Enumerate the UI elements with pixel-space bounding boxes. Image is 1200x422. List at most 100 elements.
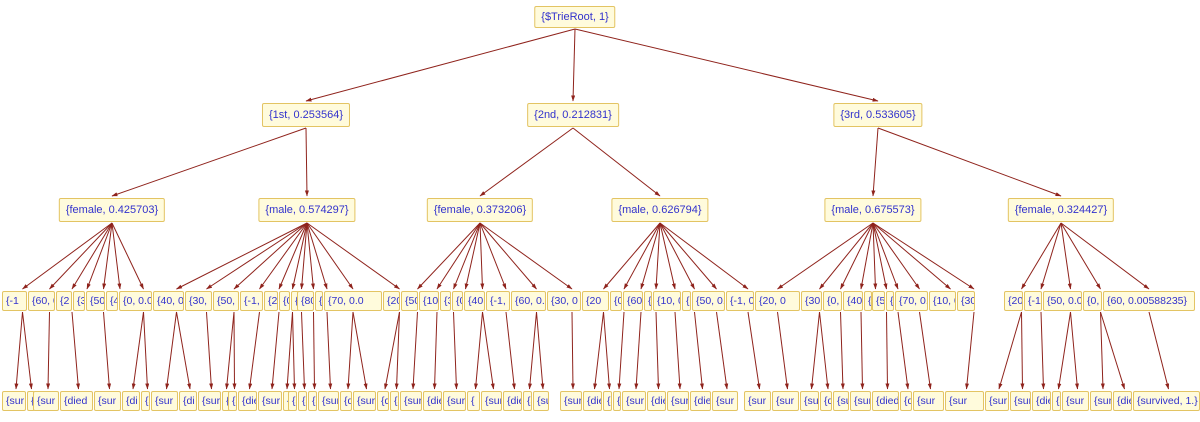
age-node-label: {10, 0 [657,295,680,307]
leaf-node: {s [390,391,399,411]
leaf-node-label: {di [126,395,138,407]
age-node: {6 [315,291,323,311]
class-node: {2nd, 0.212831} [527,103,619,127]
tree-edge [694,311,704,390]
trie-root-node: {$TrieRoot, 1} [534,6,616,28]
tree-edge [270,311,280,390]
age-node: {-1, [240,291,263,311]
age-node-label: {70, 0.00 [899,295,928,307]
leaf-node: {su [833,391,849,411]
tree-edge [1100,311,1105,390]
leaf-node: {sur [1010,391,1031,411]
age-node: {20, [383,291,400,311]
tree-edge [965,311,975,390]
tree-edge [326,311,333,390]
leaf-node: {s [228,391,237,411]
age-node-label: {60, 0.00588235} [1107,295,1188,307]
leaf-node: {sur [33,391,59,411]
tree-edge [248,311,260,390]
age-node-label: {4 [110,295,117,307]
leaf-node-label: {die [1036,395,1050,407]
leaf-node-label: {sur [262,395,281,407]
tree-edge [860,222,874,290]
tree-edge [111,222,122,290]
leaf-node: {s [288,391,297,411]
leaf-node-label: {s [527,395,531,407]
leaf-node: {sur [667,391,689,411]
age-node-label: {0 [456,295,462,307]
leaf-node-label: {sur [447,395,466,407]
age-node: {70, 0.0 [324,291,382,311]
age-node-label: {50, 0.01 [1047,295,1081,307]
tree-edge [1070,311,1079,390]
tree-edge [453,311,459,390]
age-node-label: {30, [805,295,822,307]
leaf-node-label: {sur [537,395,548,407]
tree-edge [919,311,932,390]
age-node: {3 [73,291,85,311]
tree-edge [716,311,729,390]
leaf-node: {sur [258,391,282,411]
leaf-node: {die [647,391,666,411]
leaf-node-label: {s [394,395,398,407]
tree-edge [14,311,23,390]
tree-edge [1021,222,1062,290]
tree-edge [384,311,400,390]
tree-edge [143,311,150,390]
tree-edge [206,222,308,290]
leaf-node: {died, [872,391,899,411]
leaf-node: {die [238,391,257,411]
trie-root-node-label: {$TrieRoot, 1} [541,11,609,23]
age-node: {60, 0.02 [511,291,546,311]
leaf-node-label: {sur [322,395,339,407]
age-node: {50 [401,291,418,311]
tree-edge [306,222,400,290]
leaf-node: {sur [1062,391,1089,411]
class-node: {3rd, 0.533605} [833,103,923,127]
tree-edge [897,311,910,390]
leaf-node: { [467,391,480,411]
tree-edge [572,127,661,197]
tree-edge [206,311,214,390]
leaf-node: {sur [2,391,26,411]
tree-edge [810,311,820,390]
leaf-node-label: {sur [917,395,936,407]
tree-edge [305,28,576,102]
leaf-node-label: {d [824,395,831,407]
leaf-node: {d [820,391,832,411]
age-node: {30, [801,291,822,311]
age-node-label: {60, 0.02 [515,295,545,307]
age-node: {-1 [682,291,691,311]
tree-edge [654,222,661,290]
leaf-node: {die [423,391,442,411]
age-node: {0 [610,291,622,311]
leaf-node-label: { [226,395,229,407]
tree-edge [505,311,516,390]
tree-edge [840,222,874,290]
tree-edge [1040,222,1062,290]
tree-edge [111,222,144,290]
age-node: {60, 0 [28,291,55,311]
leaf-node-label: {die [651,395,665,407]
leaf-node: {sur [151,391,178,411]
leaf-node-label: {sur [748,395,767,407]
age-node: {20 [264,291,278,311]
leaf-node-label: {sur [989,395,1008,407]
leaf-node-label: {sur [37,395,56,407]
age-node-label: {0 [614,295,621,307]
leaf-node-label: {sur [626,395,645,407]
age-node-label: {30, 0 [551,295,578,307]
age-node-label: {20 [586,295,602,307]
leaf-node-label: {d [381,395,388,407]
class-node-label: {2nd, 0.212831} [534,109,612,121]
age-node-label: {0, 0.00 [123,295,151,307]
leaf-node-label: {die [587,395,601,407]
leaf-node-label: {sur [357,395,376,407]
age-node-label: {1 [868,295,872,307]
age-node-label: {80, [301,295,313,307]
leaf-node: {sur [533,391,549,411]
tree-edge [312,311,317,390]
age-node-label: {0 [283,295,289,307]
tree-edge [479,222,485,290]
leaf-node-label: {s [292,395,296,407]
